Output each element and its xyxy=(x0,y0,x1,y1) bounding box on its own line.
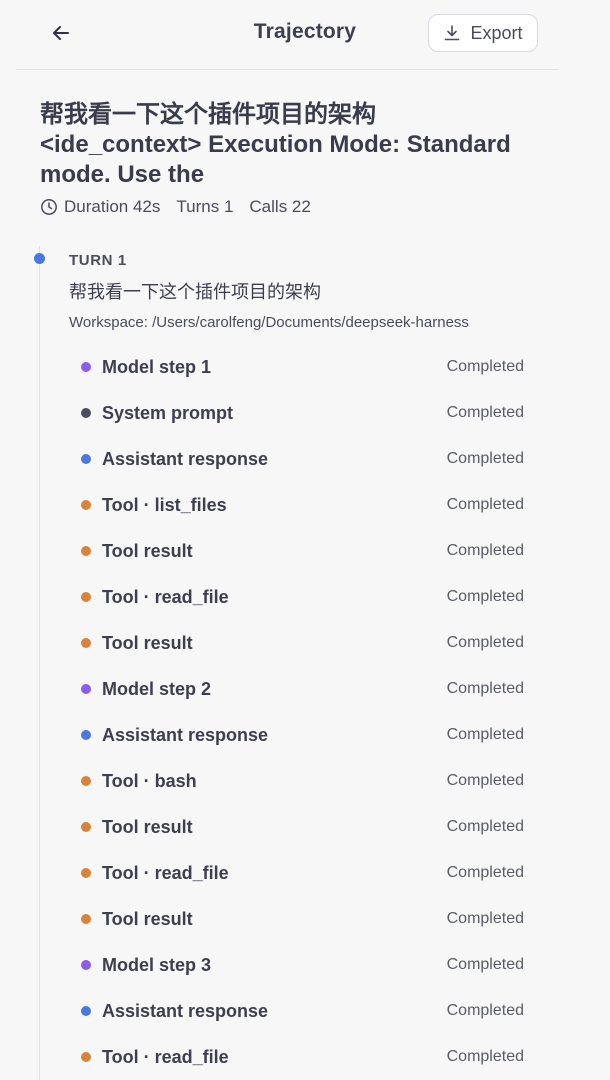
step-status: Completed xyxy=(446,1002,524,1019)
step-item[interactable]: Tool · read_file Completed xyxy=(66,850,536,896)
step-label: Tool result xyxy=(102,632,193,653)
step-label: System prompt xyxy=(102,402,234,423)
step-label: Model step 3 xyxy=(102,954,212,975)
step-label: Assistant response xyxy=(102,448,269,469)
step-item[interactable]: Tool · read_file Completed xyxy=(66,1034,536,1080)
step-label: Model step 1 xyxy=(102,356,212,377)
back-button[interactable] xyxy=(44,18,78,52)
step-kind-dot-icon xyxy=(81,362,91,372)
clock-icon xyxy=(40,198,58,216)
download-icon xyxy=(443,24,461,42)
step-label: Tool result xyxy=(102,540,193,561)
step-item[interactable]: Tool result Completed xyxy=(66,804,536,850)
turns-stat: Turns 1 xyxy=(176,197,234,216)
step-status: Completed xyxy=(446,1048,524,1065)
step-label: Tool · read_file xyxy=(102,1046,229,1067)
step-item[interactable]: Assistant response Completed xyxy=(66,712,536,758)
step-kind-dot-icon xyxy=(81,914,91,924)
step-kind-dot-icon xyxy=(81,1006,91,1016)
step-status: Completed xyxy=(446,726,524,743)
step-label: Tool · bash xyxy=(102,770,197,791)
task-title: 帮我看一下这个插件项目的架构 <ide_context> Execution M… xyxy=(40,100,550,190)
step-label: Tool · read_file xyxy=(102,862,229,883)
step-label: Assistant response xyxy=(102,1000,269,1021)
step-kind-dot-icon xyxy=(81,776,91,786)
turn-user-message: 帮我看一下这个插件项目的架构 xyxy=(69,282,321,302)
step-item[interactable]: Assistant response Completed xyxy=(66,988,536,1034)
step-label: Tool · read_file xyxy=(102,586,229,607)
duration-stat: Duration 42s xyxy=(64,197,161,216)
task-meta: Duration 42s Turns 1 Calls 22 xyxy=(40,197,311,217)
step-kind-dot-icon xyxy=(81,960,91,970)
calls-stat: Calls 22 xyxy=(249,197,311,216)
task-title-line: <ide_context> Execution Mode: Standard xyxy=(40,131,511,158)
export-label: Export xyxy=(470,22,523,43)
task-title-line: mode. Use the xyxy=(40,161,205,188)
step-kind-dot-icon xyxy=(81,730,91,740)
step-status: Completed xyxy=(446,588,524,605)
step-kind-dot-icon xyxy=(81,454,91,464)
turn-marker-dot xyxy=(34,253,45,264)
step-item[interactable]: Tool · list_files Completed xyxy=(66,482,536,528)
header-divider xyxy=(16,69,559,70)
step-kind-dot-icon xyxy=(81,684,91,694)
arrow-left-icon xyxy=(51,23,71,48)
step-item[interactable]: Tool result Completed xyxy=(66,620,536,666)
step-item[interactable]: Model step 1 Completed xyxy=(66,344,536,390)
step-status: Completed xyxy=(446,404,524,421)
step-item[interactable]: Model step 2 Completed xyxy=(66,666,536,712)
timeline-line xyxy=(39,246,40,1080)
top-bar: Trajectory Export xyxy=(0,0,610,70)
step-status: Completed xyxy=(446,634,524,651)
step-status: Completed xyxy=(446,864,524,881)
step-label: Model step 2 xyxy=(102,678,212,699)
step-kind-dot-icon xyxy=(81,638,91,648)
step-status: Completed xyxy=(446,358,524,375)
workspace-path: Workspace: /Users/carolfeng/Documents/de… xyxy=(69,314,469,331)
step-status: Completed xyxy=(446,818,524,835)
export-button[interactable]: Export xyxy=(428,14,538,52)
step-label: Tool result xyxy=(102,908,193,929)
step-item[interactable]: Tool · bash Completed xyxy=(66,758,536,804)
step-item[interactable]: Tool result Completed xyxy=(66,528,536,574)
step-status: Completed xyxy=(446,496,524,513)
step-item[interactable]: Tool result Completed xyxy=(66,896,536,942)
step-item[interactable]: System prompt Completed xyxy=(66,390,536,436)
step-label: Tool result xyxy=(102,816,193,837)
step-kind-dot-icon xyxy=(81,546,91,556)
page-title: Trajectory xyxy=(253,20,357,43)
step-item[interactable]: Model step 3 Completed xyxy=(66,942,536,988)
step-status: Completed xyxy=(446,680,524,697)
task-title-line: 帮我看一下这个插件项目的架构 xyxy=(40,101,376,128)
step-item[interactable]: Tool · read_file Completed xyxy=(66,574,536,620)
step-status: Completed xyxy=(446,956,524,973)
step-kind-dot-icon xyxy=(81,868,91,878)
step-kind-dot-icon xyxy=(81,822,91,832)
step-status: Completed xyxy=(446,910,524,927)
step-kind-dot-icon xyxy=(81,592,91,602)
step-kind-dot-icon xyxy=(81,1052,91,1062)
step-status: Completed xyxy=(446,450,524,467)
step-status: Completed xyxy=(446,542,524,559)
step-label: Tool · list_files xyxy=(102,494,227,515)
step-item[interactable]: Assistant response Completed xyxy=(66,436,536,482)
step-status: Completed xyxy=(446,772,524,789)
step-label: Assistant response xyxy=(102,724,269,745)
turn-label: TURN 1 xyxy=(69,252,127,269)
step-kind-dot-icon xyxy=(81,500,91,510)
step-kind-dot-icon xyxy=(81,408,91,418)
